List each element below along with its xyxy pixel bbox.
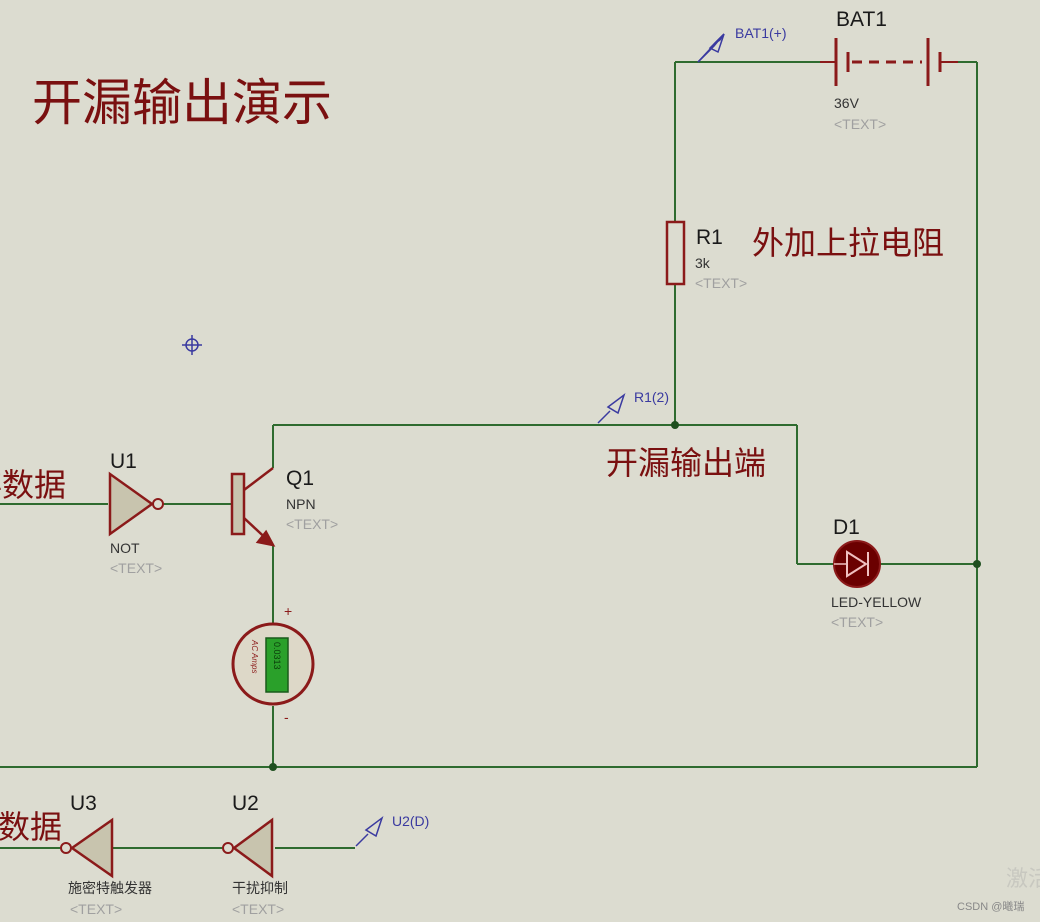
u2-ref: U2 bbox=[232, 792, 259, 815]
probe-bat1-icon[interactable] bbox=[697, 33, 725, 63]
r1-annotation: 外加上拉电阻 bbox=[752, 224, 944, 262]
junction-led-rail bbox=[973, 560, 981, 568]
watermark-credit: CSDN @曦瑞 bbox=[957, 899, 1024, 913]
d1-text: <TEXT> bbox=[831, 614, 883, 630]
probe-u2-icon[interactable] bbox=[355, 815, 384, 847]
q1-ref: Q1 bbox=[286, 467, 314, 490]
ammeter[interactable] bbox=[231, 622, 315, 706]
junctions bbox=[269, 421, 981, 771]
u3-text: <TEXT> bbox=[70, 901, 122, 917]
q1-value: NPN bbox=[286, 496, 316, 512]
battery-bat1[interactable] bbox=[820, 38, 958, 86]
probe-r1-icon[interactable] bbox=[597, 392, 626, 424]
ammeter-caption: AC Amps bbox=[250, 639, 259, 674]
ammeter-reading: 0.0313 bbox=[272, 642, 282, 670]
node-label: 开漏输出端 bbox=[606, 444, 766, 482]
r1-text: <TEXT> bbox=[695, 275, 747, 291]
u2-text: <TEXT> bbox=[232, 901, 284, 917]
probe-r1-label: R1(2) bbox=[634, 389, 669, 405]
resistor-r1[interactable] bbox=[665, 220, 686, 286]
output-label: 数据 bbox=[0, 808, 62, 846]
u1-text: <TEXT> bbox=[110, 560, 162, 576]
d1-value: LED-YELLOW bbox=[831, 594, 922, 610]
ammeter-display bbox=[265, 637, 289, 693]
gate-u2[interactable] bbox=[222, 817, 274, 879]
d1-ref: D1 bbox=[833, 516, 860, 539]
not-gate-u1[interactable] bbox=[108, 471, 164, 537]
page-title: 开漏输出演示 bbox=[32, 74, 332, 132]
junction-r1-node bbox=[671, 421, 679, 429]
u3-value: 施密特触发器 bbox=[68, 880, 152, 896]
probe-u2-label: U2(D) bbox=[392, 813, 429, 829]
input-label: 存数据 bbox=[0, 466, 66, 504]
gate-u3[interactable] bbox=[60, 817, 114, 879]
bat1-ref: BAT1 bbox=[836, 8, 887, 31]
q1-text: <TEXT> bbox=[286, 516, 338, 532]
junction-ground bbox=[269, 763, 277, 771]
probe-bat1-label: BAT1(+) bbox=[735, 25, 786, 41]
bat1-text: <TEXT> bbox=[834, 116, 886, 132]
r1-value: 3k bbox=[695, 255, 711, 271]
u3-ref: U3 bbox=[70, 792, 97, 815]
u1-value: NOT bbox=[110, 540, 140, 556]
r1-ref: R1 bbox=[696, 226, 723, 249]
led-d1[interactable] bbox=[833, 540, 881, 588]
ammeter-plus: + bbox=[284, 603, 292, 619]
bat1-value: 36V bbox=[834, 95, 860, 111]
wires bbox=[0, 61, 978, 849]
u2-value: 干扰抑制 bbox=[232, 880, 288, 896]
ammeter-minus: - bbox=[284, 709, 289, 725]
u1-ref: U1 bbox=[110, 450, 137, 473]
transistor-q1[interactable] bbox=[230, 467, 276, 547]
origin-crosshair-icon bbox=[182, 335, 202, 355]
watermark-corner: 激活 bbox=[1006, 866, 1040, 891]
